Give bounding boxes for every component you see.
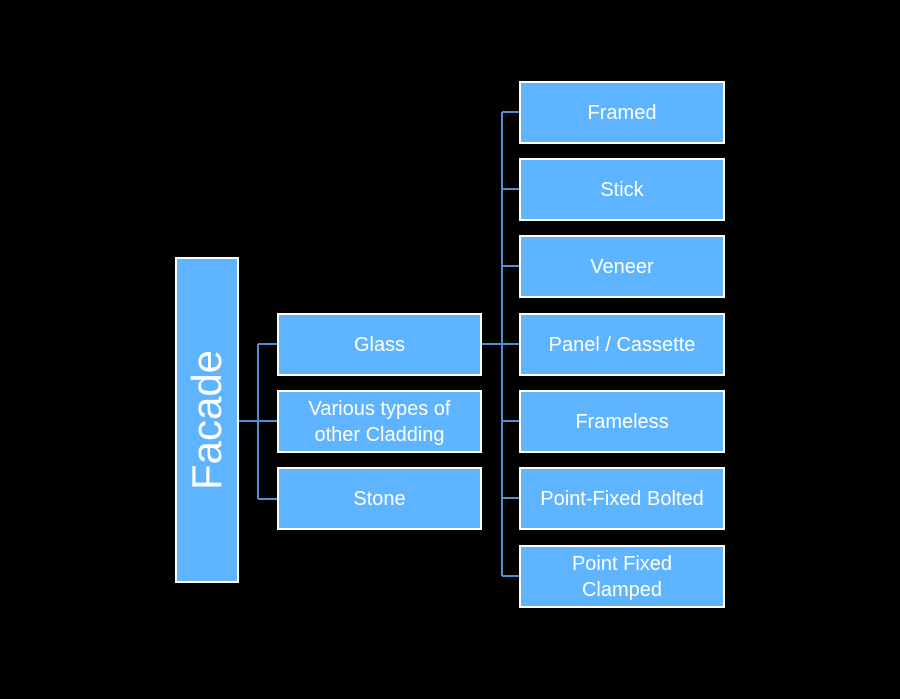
glass-system-node-veneer: Veneer [519, 235, 725, 298]
category-label: Stone [353, 487, 406, 510]
glass-system-node-framed: Framed [519, 81, 725, 144]
category-label: Glass [353, 333, 406, 356]
connector-glass-to-systems [482, 111, 519, 577]
category-node-other-cladding: Various types of other Cladding [277, 390, 482, 453]
root-label: Facade [183, 349, 230, 491]
category-node-glass: Glass [277, 313, 482, 376]
glass-system-node-point-fixed-bolted: Point-Fixed Bolted [519, 467, 725, 530]
connector-root-to-categories [239, 343, 277, 500]
glass-system-node-frameless: Frameless [519, 390, 725, 453]
category-label: Various types of other Cladding [308, 397, 451, 446]
glass-system-label: Point-Fixed Bolted [540, 487, 704, 510]
category-node-stone: Stone [277, 467, 482, 530]
glass-system-label: Framed [587, 101, 657, 124]
glass-system-label: Veneer [590, 255, 654, 278]
glass-system-node-panel-cassette: Panel / Cassette [519, 313, 725, 376]
glass-system-label: Panel / Cassette [548, 333, 696, 356]
glass-system-label: Frameless [575, 410, 669, 433]
glass-system-node-point-fixed-clamped: Point Fixed Clamped [519, 545, 725, 608]
glass-system-node-stick: Stick [519, 158, 725, 221]
root-node-facade: Facade [175, 257, 239, 583]
glass-system-label: Point Fixed Clamped [571, 552, 673, 601]
glass-system-label: Stick [600, 178, 644, 201]
